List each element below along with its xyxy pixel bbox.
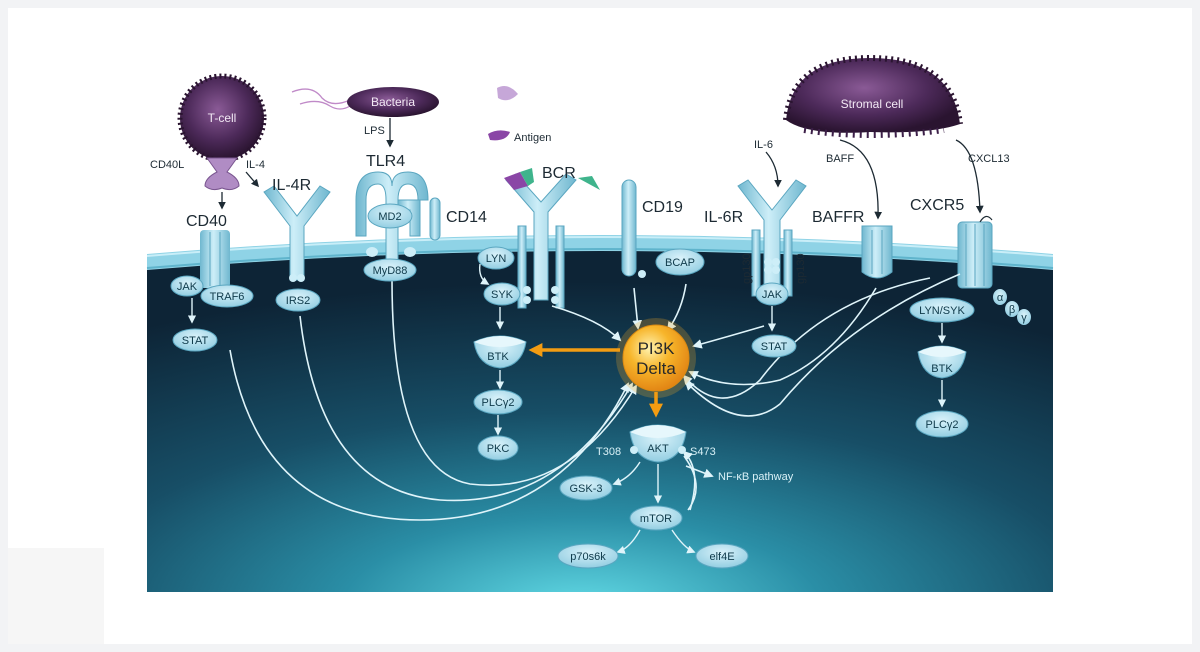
node-plcg2-left: PLCγ2 [473,389,523,415]
svg-text:STAT: STAT [761,341,788,353]
t308-label: T308 [596,446,621,458]
node-stat-right: STAT [751,334,797,358]
cd19-receptor [621,179,646,278]
node-myd88: MyD88 [363,258,417,282]
cd14-label: CD14 [446,209,487,226]
alpha-label: α [997,292,1004,304]
pi3k-label-line1: PI3K [638,339,676,358]
node-traf6: TRAF6 [200,284,254,308]
node-mtor: mTOR [629,505,683,531]
svg-text:MyD88: MyD88 [373,265,408,277]
node-lyn-syk: LYN/SYK [909,297,975,323]
antigen-shape [497,86,518,101]
svg-text:PLCγ2: PLCγ2 [925,419,958,431]
g-protein-subunits: α β γ [993,289,1031,325]
pi3k-label-line2: Delta [636,359,676,378]
pi3k-delta-node: PI3K Delta [616,318,696,398]
svg-text:JAK: JAK [177,281,198,293]
cd19-label: CD19 [642,199,683,216]
svg-text:IRS2: IRS2 [286,295,310,307]
tlr4-receptor [355,171,429,263]
cd14-receptor [429,197,441,241]
antigen-legend-shape [488,130,510,141]
gamma-label: γ [1021,312,1027,324]
cd40l-label: CD40L [150,159,184,171]
node-gsk3: GSK-3 [559,475,613,501]
cd40l-ligand [204,157,240,191]
node-jak-right: JAK [755,282,789,306]
bacteria-label: Bacteria [371,95,415,109]
cxcr5-receptor [957,215,993,289]
node-stat-left: STAT [172,328,218,352]
md2-label: MD2 [378,211,401,223]
svg-text:BCAP: BCAP [665,257,695,269]
cell-membrane [147,235,1053,270]
bacteria: Bacteria [291,87,439,117]
tlr4-label: TLR4 [366,153,405,170]
cxcl13-label: CXCL13 [968,153,1010,165]
node-pkc: PKC [477,435,519,461]
bcr-receptor [504,168,600,309]
svg-text:GSK-3: GSK-3 [569,483,602,495]
svg-text:JAK: JAK [762,289,783,301]
svg-text:TRAF6: TRAF6 [210,291,245,303]
il4r-label: IL-4R [272,177,311,194]
svg-text:SYK: SYK [491,289,514,301]
cd40-label: CD40 [186,213,227,230]
t-cell-label: T-cell [208,111,237,125]
svg-text:PKC: PKC [487,443,510,455]
node-syk: SYK [483,282,521,306]
il4r-receptor [263,185,331,282]
node-irs2: IRS2 [275,288,321,312]
antigen-label: Antigen [514,132,551,144]
cxcr5-label: CXCR5 [910,197,964,214]
svg-text:STAT: STAT [182,335,209,347]
svg-text:LYN: LYN [486,253,507,265]
il6r-receptor [737,179,807,299]
s473-label: S473 [690,446,716,458]
svg-text:mTOR: mTOR [640,513,672,525]
il4-label: IL-4 [246,159,265,171]
node-btk-left: BTK [473,335,527,369]
svg-text:BTK: BTK [487,351,509,363]
node-p70s6k: p70s6k [557,543,619,569]
stromal-label: Stromal cell [841,97,904,111]
node-btk-right: BTK [917,345,967,379]
svg-text:elf4E: elf4E [709,551,734,563]
cell-cytoplasm [147,247,1053,592]
baff-label: BAFF [826,153,854,165]
gp130-right-label: gp130 [795,253,807,284]
node-lyn: LYN [477,246,515,270]
nfkb-label: NF-κB pathway [718,471,794,483]
node-akt: AKT [629,424,687,463]
svg-text:AKT: AKT [647,443,669,455]
node-jak-left: JAK [170,275,204,297]
svg-text:BTK: BTK [931,363,953,375]
cd40-receptor [200,230,230,288]
bcr-label: BCR [542,165,576,182]
signal-curves [229,273,961,521]
svg-text:p70s6k: p70s6k [570,551,606,563]
il6r-label: IL-6R [704,209,743,226]
svg-text:LYN/SYK: LYN/SYK [919,305,965,317]
beta-label: β [1009,304,1015,316]
gp130-left-label: gp130 [741,253,753,284]
lps-label: LPS [364,125,385,137]
baffr-receptor [861,225,893,279]
node-elf4e: elf4E [695,543,749,569]
stromal-cell: Stromal cell [783,54,963,138]
baffr-label: BAFFR [812,209,864,226]
node-bcap: BCAP [655,248,705,276]
node-plcg2-right: PLCγ2 [915,410,969,438]
svg-text:PLCγ2: PLCγ2 [481,397,514,409]
t-cell: T-cell [177,73,267,163]
il6-label: IL-6 [754,139,773,151]
corner-panel [8,548,104,644]
